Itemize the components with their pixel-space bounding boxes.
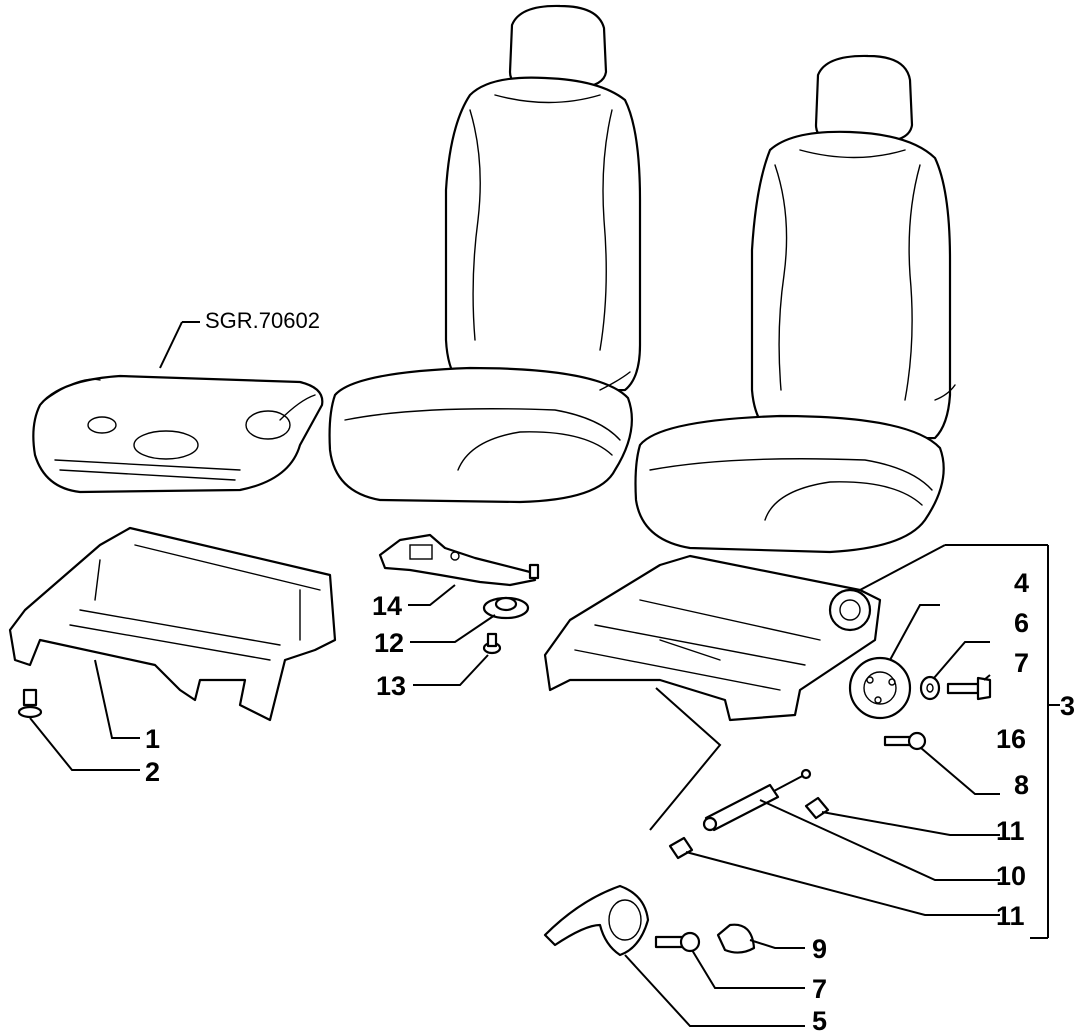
seat-left <box>328 4 642 504</box>
callout-3: 3 <box>1060 691 1075 721</box>
seat-right <box>634 54 956 554</box>
seat-frame-left <box>8 526 337 722</box>
bracket-part-14 <box>378 533 540 587</box>
callout-13: 13 <box>376 671 406 701</box>
labels: SGR.70602 1 2 14 12 13 3 4 6 7 16 8 11 1… <box>145 308 1075 1034</box>
reference-label-sgr: SGR.70602 <box>205 308 320 333</box>
bolt-part-13 <box>482 632 502 655</box>
callout-8: 8 <box>1014 770 1029 800</box>
callout-6: 6 <box>1014 608 1029 638</box>
washer-part-6 <box>919 675 941 701</box>
bushing-part-11-upper <box>804 796 830 820</box>
callout-7-lower: 7 <box>812 974 827 1004</box>
gas-strut-part-10 <box>702 768 812 832</box>
callout-14: 14 <box>372 591 402 621</box>
callout-4: 4 <box>1014 568 1029 598</box>
cap-part-9 <box>716 923 756 954</box>
callout-9: 9 <box>812 934 827 964</box>
seat-pan <box>32 321 324 494</box>
screw-part-8 <box>883 731 927 751</box>
mount-part-12 <box>482 596 530 620</box>
callout-16: 16 <box>996 724 1026 754</box>
callout-2: 2 <box>145 757 160 787</box>
callout-12: 12 <box>374 628 404 658</box>
bolt-part-7-upper <box>946 676 992 701</box>
screw-part-2 <box>17 688 43 719</box>
leader-lines <box>29 544 1060 1027</box>
callout-7-upper: 7 <box>1014 648 1029 678</box>
callout-11-upper: 11 <box>996 816 1025 846</box>
callout-5: 5 <box>812 1006 827 1034</box>
lever-part-5 <box>543 884 650 957</box>
callout-1: 1 <box>145 724 160 754</box>
seat-frame-right <box>543 554 882 722</box>
recliner-part-4 <box>848 656 912 720</box>
callout-10: 10 <box>996 861 1026 891</box>
bushing-part-11-lower <box>668 836 694 860</box>
callout-11-lower: 11 <box>996 901 1025 931</box>
bolt-part-7-lower <box>654 931 701 953</box>
